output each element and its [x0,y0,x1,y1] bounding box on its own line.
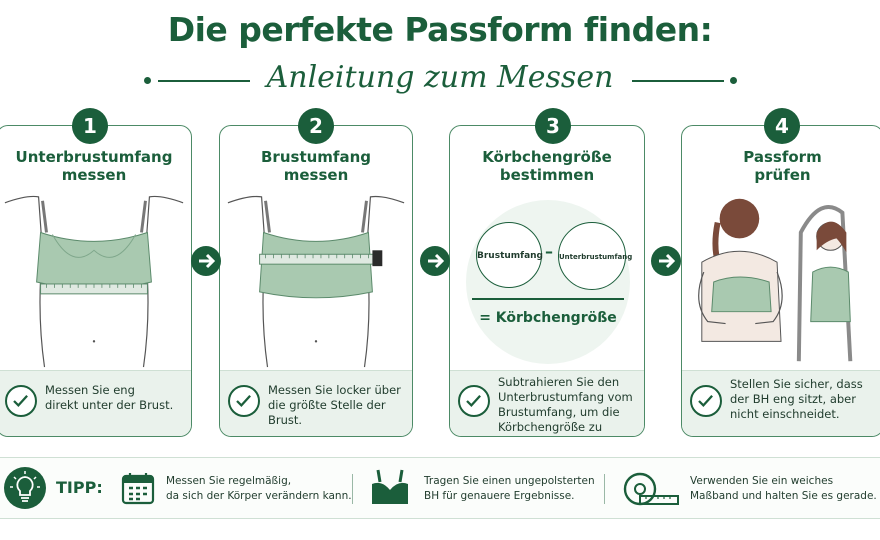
check-icon [5,385,37,417]
tip-label: TIPP: [56,478,103,497]
formula-divider [472,298,624,300]
step-4-card: Passform prüfen Stellen Sie sicher, dass… [681,125,880,437]
step-4-text: Stellen Sie sicher, dass der BH eng sitz… [730,377,863,421]
decor-line-left [158,80,250,82]
tip-1-text: Messen Sie regelmäßig, da sich der Körpe… [166,475,352,502]
calendar-icon [121,473,155,505]
tip-separator [604,474,605,504]
step-1-title: Unterbrustumfang messen [15,148,173,184]
step-2-title: Brustumfang messen [261,148,371,184]
check-icon [458,385,490,417]
formula-minus: – [545,242,553,261]
decor-line-right [632,80,724,82]
check-icon [228,385,260,417]
step-2-info: Messen Sie locker über die größte Stelle… [220,370,412,436]
formula-result: = Körbchengröße [479,310,617,326]
subtitle-row: Anleitung zum Messen [0,60,880,100]
page-title: Die perfekte Passform finden: [167,10,713,49]
step-2-text: Messen Sie locker über die größte Stelle… [268,383,401,427]
tip-bar: TIPP: Messen Sie regelmäßig, da sich der… [0,457,880,519]
formula-right-circle: Unterbrustumfang [558,222,632,290]
step-1-info: Messen Sie eng direkt unter der Brust. [0,370,191,436]
tip-separator [352,474,353,504]
arrow-right-icon [420,246,450,276]
step-4-info: Stellen Sie sicher, dass der BH eng sitz… [682,370,880,436]
page-subtitle: Anleitung zum Messen [266,60,614,95]
step-1-card: Unterbrustumfang messen Messen Sie eng d… [0,125,192,437]
step-4-title: Passform prüfen [743,148,822,184]
tip-3-text: Verwenden Sie ein weiches Maßband und ha… [690,475,877,502]
step-3-text: Subtrahieren Sie den Unterbrustumfang vo… [498,375,633,436]
tape-measure-icon [623,472,679,506]
fit-check-mirror-illustration [698,198,853,362]
cup-size-formula: Brustumfang – Unterbrustumfang = Körbche… [450,192,644,368]
step-4-badge: 4 [764,108,800,144]
lightbulb-icon [4,467,46,509]
decor-dot-right [730,77,737,84]
arrow-right-icon [651,246,681,276]
step-3-info: Subtrahieren Sie den Unterbrustumfang vo… [450,370,644,436]
step-3-badge: 3 [535,108,571,144]
tip-2-text: Tragen Sie einen ungepolsterten BH für g… [424,475,595,502]
step-2-card: Brustumfang messen Messen Sie locker übe… [219,125,413,437]
arrow-right-icon [191,246,221,276]
step-1-badge: 1 [72,108,108,144]
step-3-title: Körbchengröße bestimmen [482,148,612,184]
bust-measure-illustration [227,195,405,368]
check-icon [690,385,722,417]
formula-left-circle: Brustumfang [476,222,543,288]
step-1-text: Messen Sie eng direkt unter der Brust. [45,383,174,412]
decor-dot-left [144,77,151,84]
underbust-measure-illustration [4,195,184,368]
step-2-badge: 2 [298,108,334,144]
step-3-card: Körbchengröße bestimmen Brustumfang – Un… [449,125,645,437]
bra-icon [372,469,408,504]
